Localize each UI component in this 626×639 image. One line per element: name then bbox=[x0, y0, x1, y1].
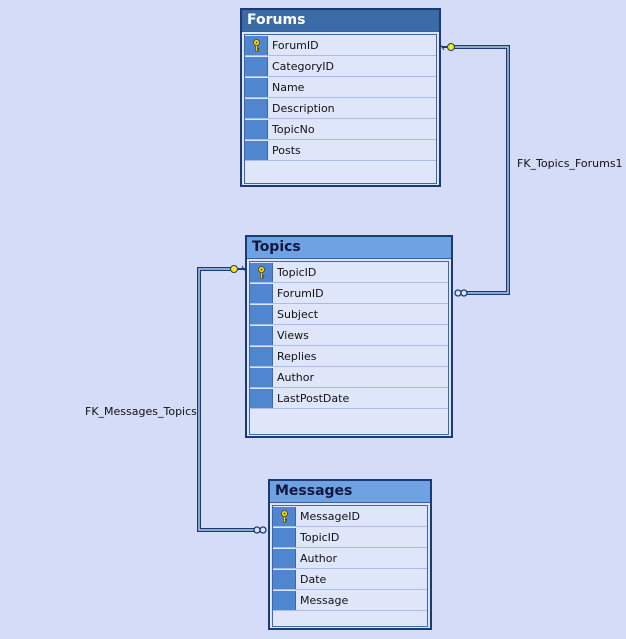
primary-key-icon bbox=[250, 262, 273, 282]
column-name: Views bbox=[277, 328, 309, 342]
column-row[interactable]: Author bbox=[273, 548, 427, 569]
one-end-key-icon bbox=[230, 265, 247, 273]
relationship-line-fk-topics-forums1[interactable] bbox=[439, 43, 510, 297]
column-name: Message bbox=[300, 593, 349, 607]
relationship-label-fk-messages-topics[interactable]: FK_Messages_Topics bbox=[85, 405, 197, 418]
column-row[interactable]: Replies bbox=[250, 346, 448, 367]
row-selector bbox=[250, 388, 273, 408]
row-selector bbox=[250, 283, 273, 303]
column-row[interactable]: TopicID bbox=[250, 262, 448, 283]
column-name: CategoryID bbox=[272, 59, 334, 73]
row-selector bbox=[250, 367, 273, 387]
table-title[interactable]: Topics bbox=[247, 237, 451, 259]
column-name: MessageID bbox=[300, 509, 360, 523]
row-selector bbox=[273, 569, 296, 589]
row-selector bbox=[273, 548, 296, 568]
row-selector bbox=[250, 325, 273, 345]
column-row[interactable]: ForumID bbox=[245, 35, 436, 56]
many-end-infinity-icon bbox=[253, 526, 267, 534]
row-selector bbox=[250, 304, 273, 324]
column-row[interactable]: Subject bbox=[250, 304, 448, 325]
column-name: Posts bbox=[272, 143, 301, 157]
column-row[interactable]: Name bbox=[245, 77, 436, 98]
column-name: Replies bbox=[277, 349, 317, 363]
row-selector bbox=[245, 77, 268, 97]
row-selector bbox=[245, 119, 268, 139]
column-name: LastPostDate bbox=[277, 391, 350, 405]
primary-key-icon bbox=[245, 35, 268, 55]
column-name: Author bbox=[300, 551, 338, 565]
column-name: Date bbox=[300, 572, 327, 586]
column-row[interactable]: Message bbox=[273, 590, 427, 611]
row-selector bbox=[245, 98, 268, 118]
column-row[interactable]: Views bbox=[250, 325, 448, 346]
column-name: Name bbox=[272, 80, 305, 94]
row-selector bbox=[245, 56, 268, 76]
column-name: ForumID bbox=[272, 38, 319, 52]
row-selector bbox=[273, 527, 296, 547]
table-title[interactable]: Messages bbox=[270, 481, 430, 503]
row-selector bbox=[245, 140, 268, 160]
column-name: Subject bbox=[277, 307, 319, 321]
column-name: TopicID bbox=[300, 530, 340, 544]
column-row[interactable]: LastPostDate bbox=[250, 388, 448, 409]
column-row[interactable]: TopicID bbox=[273, 527, 427, 548]
column-name: ForumID bbox=[277, 286, 324, 300]
column-row[interactable]: TopicNo bbox=[245, 119, 436, 140]
column-row[interactable]: Author bbox=[250, 367, 448, 388]
row-selector bbox=[250, 346, 273, 366]
one-end-key-icon bbox=[439, 43, 455, 51]
column-row[interactable]: Date bbox=[273, 569, 427, 590]
table-title[interactable]: Forums bbox=[242, 10, 439, 32]
column-name: TopicNo bbox=[272, 122, 315, 136]
row-selector bbox=[273, 590, 296, 610]
relationship-label-fk-topics-forums1[interactable]: FK_Topics_Forums1 bbox=[517, 157, 623, 170]
relationship-line-fk-messages-topics[interactable] bbox=[197, 265, 267, 534]
column-row[interactable]: MessageID bbox=[273, 506, 427, 527]
column-row[interactable]: Posts bbox=[245, 140, 436, 161]
column-row[interactable]: Description bbox=[245, 98, 436, 119]
column-name: Author bbox=[277, 370, 315, 384]
many-end-infinity-icon bbox=[454, 289, 468, 297]
column-name: TopicID bbox=[277, 265, 317, 279]
column-name: Description bbox=[272, 101, 335, 115]
primary-key-icon bbox=[273, 506, 296, 526]
column-row[interactable]: ForumID bbox=[250, 283, 448, 304]
column-row[interactable]: CategoryID bbox=[245, 56, 436, 77]
